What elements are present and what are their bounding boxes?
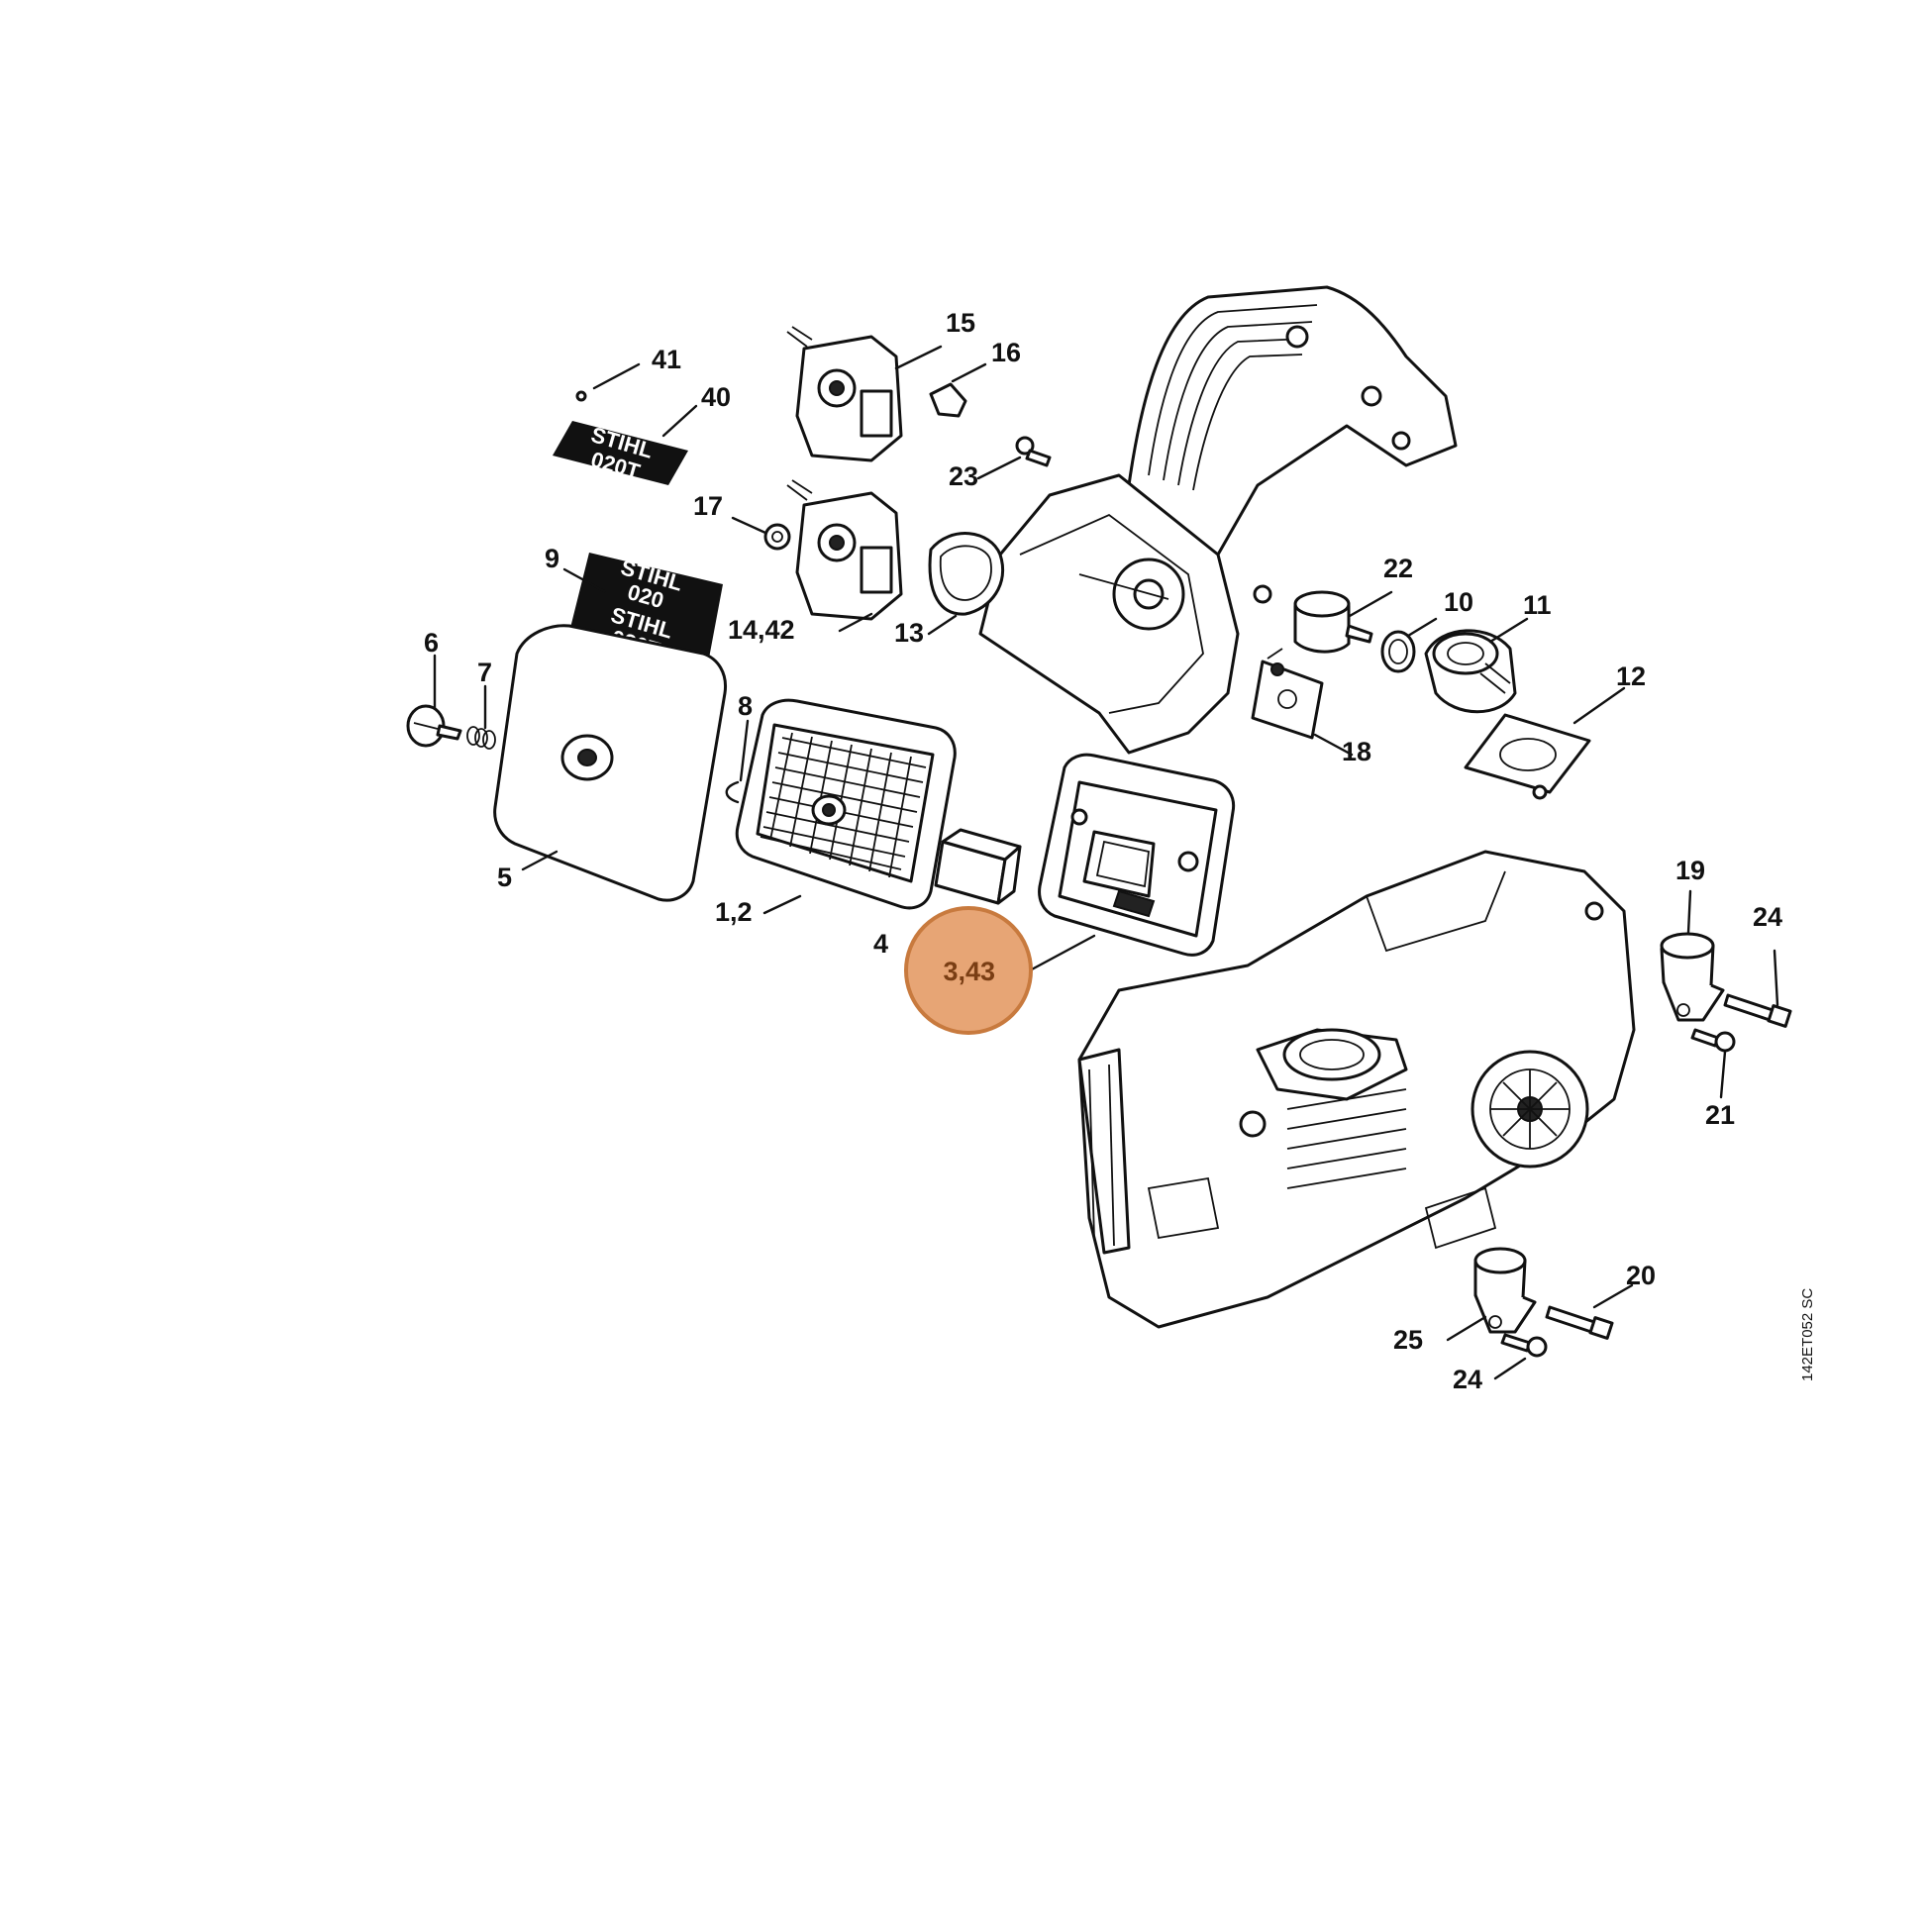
callout-40: 40 (701, 382, 731, 412)
intake-manifold-11 (1424, 629, 1517, 714)
throttle-shaft-16 (929, 382, 967, 418)
screw-24-upper (1723, 993, 1792, 1028)
highlight-callout-3-43[interactable]: 3,43 (904, 906, 1033, 1035)
callout-19: 19 (1675, 856, 1705, 885)
callout-17: 17 (693, 491, 723, 521)
nut-17 (763, 523, 791, 551)
callout-6: 6 (424, 628, 439, 658)
callout-3-43: 3,43 (943, 957, 995, 986)
callout-24-lower: 20 (1626, 1261, 1656, 1290)
screw-23 (1015, 436, 1052, 467)
callout-5: 5 (497, 863, 512, 892)
callout-numbers: 41 40 15 16 23 17 14,42 13 9 22 10 11 12… (424, 308, 1782, 1394)
callout-20: 24 (1453, 1365, 1482, 1394)
callout-22: 22 (1383, 554, 1413, 583)
callout-16: 16 (991, 338, 1021, 367)
pin-41 (575, 390, 587, 402)
spring-7 (466, 726, 496, 750)
callout-14-42: 14,42 (728, 615, 795, 645)
callout-10: 10 (1444, 587, 1473, 617)
callout-21: 21 (1705, 1100, 1735, 1130)
mount-19 (1660, 932, 1725, 1022)
filter-base-3-43 (1038, 753, 1236, 957)
air-filter-1-2 (735, 698, 957, 910)
callout-13: 13 (894, 618, 924, 648)
callout-1-2: 1,2 (715, 897, 753, 927)
callout-8: 8 (738, 691, 753, 721)
clip-8 (725, 780, 740, 804)
filter-insert-4 (934, 828, 1022, 905)
callout-4: 4 (873, 929, 888, 959)
callout-18: 18 (1342, 737, 1371, 766)
drawing-reference-code: 142ET052 SC (1799, 1288, 1816, 1381)
screw-21 (1690, 1028, 1736, 1053)
highlight-circle[interactable] (904, 906, 1033, 1035)
screw-20 (1500, 1333, 1548, 1358)
callout-24-upper: 24 (1753, 902, 1782, 932)
screw-24-lower (1545, 1305, 1614, 1340)
gasket-13 (928, 532, 1005, 616)
callout-25: 25 (1393, 1325, 1423, 1355)
engine-crankcase (1077, 850, 1636, 1329)
callout-11: 11 (1523, 590, 1552, 620)
top-handle (978, 285, 1458, 755)
callout-41: 41 (652, 345, 681, 374)
callout-15: 15 (946, 308, 975, 338)
callout-9: 9 (545, 544, 559, 573)
mount-25 (1473, 1247, 1537, 1334)
callout-23: 23 (949, 461, 978, 491)
flange-12 (1464, 713, 1591, 800)
callout-7: 7 (477, 658, 492, 687)
buffer-22 (1293, 590, 1373, 654)
carburetor-15 (786, 326, 903, 462)
carburetor-14-42 (786, 479, 903, 621)
plate-18 (1251, 648, 1324, 740)
ring-10 (1380, 630, 1416, 673)
callout-12: 12 (1616, 661, 1646, 691)
filter-cover-5 (493, 624, 728, 902)
knob-screw-6 (406, 704, 462, 748)
